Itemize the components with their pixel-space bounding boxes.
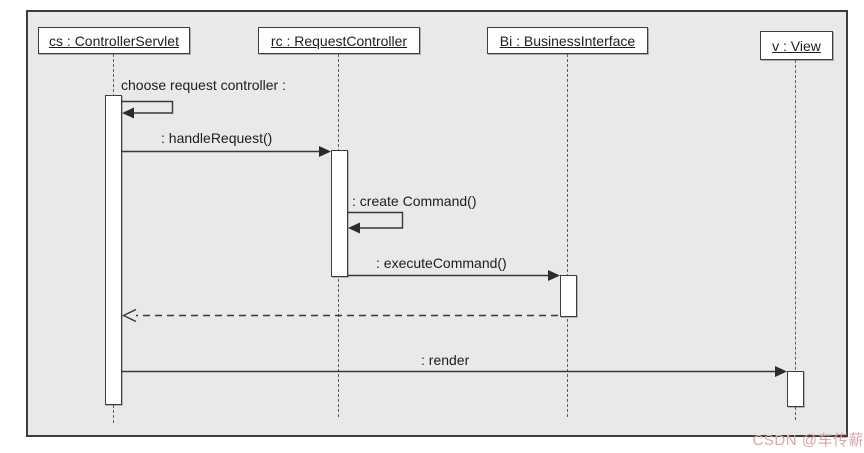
message-label-executecommand: : executeCommand(): [376, 255, 507, 271]
object-box-cs: cs : ControllerServlet: [38, 27, 190, 54]
lifeline-bi: [567, 54, 568, 417]
message-label-choose-request-controller: choose request controller :: [121, 77, 286, 93]
watermark: CSDN @车传薪: [752, 432, 864, 449]
activation-bar-v: [787, 371, 804, 407]
object-box-rc: rc : RequestController: [258, 27, 420, 54]
object-label-rc: rc : RequestController: [270, 32, 408, 49]
activation-bar-cs: [105, 95, 122, 405]
object-label-v: v : View: [772, 37, 821, 54]
lifeline-v: [795, 60, 796, 420]
message-label-handlerequest: : handleRequest(): [161, 130, 273, 146]
object-box-v: v : View: [760, 31, 833, 60]
diagram-canvas: [26, 10, 848, 437]
activation-bar-rc: [331, 150, 348, 277]
message-label-render: : render: [421, 352, 470, 368]
object-label-bi: Bi : BusinessInterface: [499, 32, 636, 49]
object-label-cs: cs : ControllerServlet: [49, 32, 179, 49]
object-box-bi: Bi : BusinessInterface: [487, 27, 648, 54]
activation-bar-bi: [560, 275, 577, 317]
message-label-create-command: : create Command(): [352, 193, 477, 209]
